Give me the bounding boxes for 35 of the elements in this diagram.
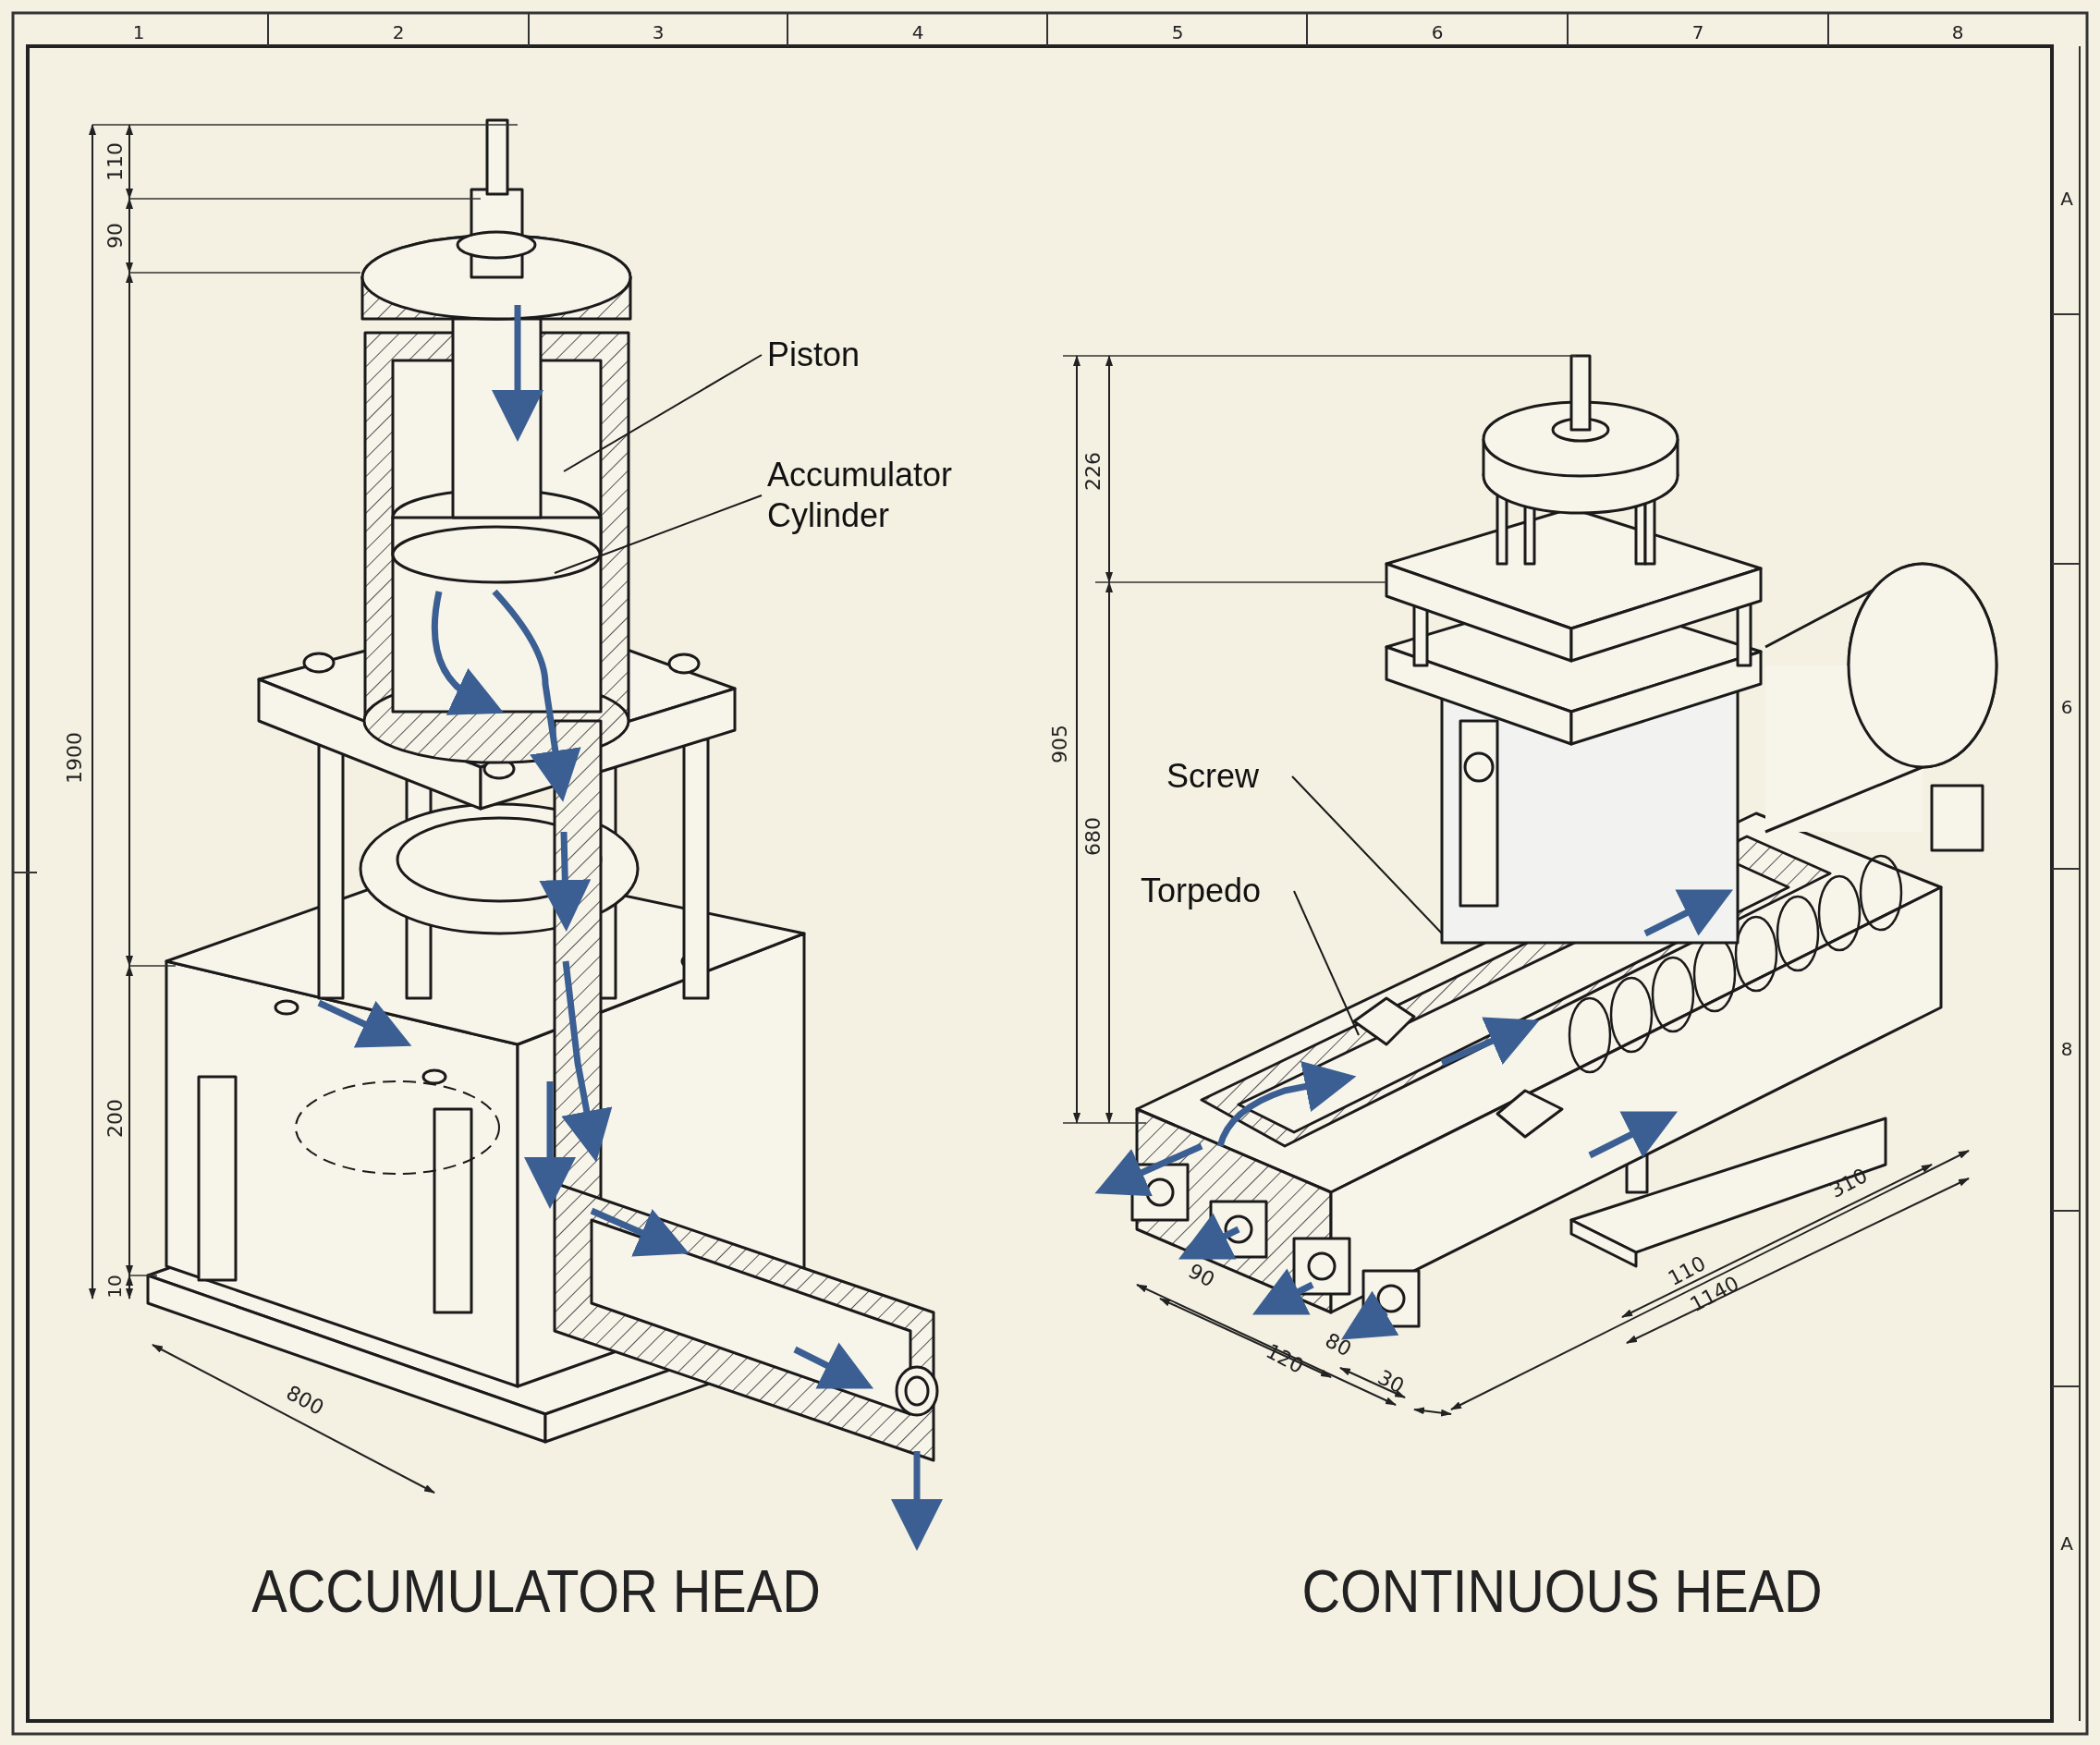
dimension-value: 90 [1184,1259,1219,1292]
dimension-value: 680 [1081,817,1105,856]
grid-reference: 3 [652,21,665,43]
grid-reference: A [2060,1532,2073,1555]
part-label: Accumulator Cylinder [767,455,989,536]
dimension-value: 226 [1081,452,1105,491]
grid-reference: A [2060,188,2073,210]
dimension-value: 905 [1047,725,1071,763]
dimension-value: 800 [282,1381,328,1420]
view-title: CONTINUOUS HEAD [1301,1557,1823,1626]
dimension-value: 1900 [62,732,86,784]
grid-reference: 1 [132,21,145,43]
leader-line [554,494,763,574]
part-label: Screw [1166,756,1287,797]
grid-reference: 8 [1951,21,1964,43]
grid-reference: 8 [2060,1038,2073,1060]
leader-line [1293,890,1360,1036]
part-label: Piston [767,335,952,375]
grid-reference: 4 [911,21,924,43]
dimension-value: 200 [103,1099,127,1138]
grid-reference: 6 [2060,696,2073,718]
view-title: ACCUMULATOR HEAD [251,1557,821,1626]
leader-line [1291,775,1443,934]
grid-reference: 7 [1691,21,1704,43]
dimension-value: 90 [103,223,127,249]
dimension-value: 310 [1825,1164,1872,1202]
grid-reference: 5 [1171,21,1184,43]
dimension-value: 10 [104,1275,126,1299]
dimension-value: 30 [1374,1365,1409,1398]
dimension-value: 80 [1321,1328,1356,1361]
dimension-value: 110 [103,142,127,181]
leader-line [563,354,763,472]
part-label: Torpedo [1141,871,1288,911]
grid-reference: 6 [1431,21,1444,43]
grid-reference: 2 [392,21,405,43]
